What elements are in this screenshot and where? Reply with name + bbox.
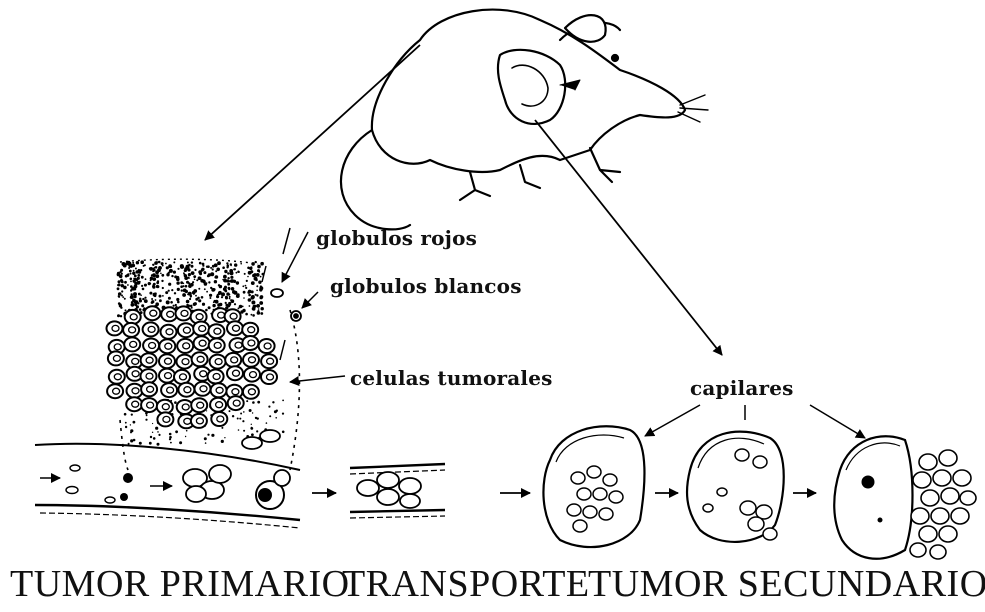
transport-illustration — [312, 464, 530, 518]
label-tumor-cells: celulas tumorales — [350, 366, 553, 390]
label-red-cells: globulos rojos — [316, 226, 477, 250]
tumor-cell-cluster — [107, 260, 285, 445]
label-capillaries: capilares — [690, 376, 794, 400]
mouse-illustration — [341, 10, 708, 230]
stage-title-transport: TRANSPORTE — [342, 562, 590, 606]
label-white-cells: globulos blancos — [330, 274, 522, 298]
stage-title-primary: TUMOR PRIMARIO — [10, 562, 350, 606]
secondary-tumor-illustration — [543, 405, 976, 559]
stage-title-secondary: TUMOR SECUNDARIO — [588, 562, 985, 606]
